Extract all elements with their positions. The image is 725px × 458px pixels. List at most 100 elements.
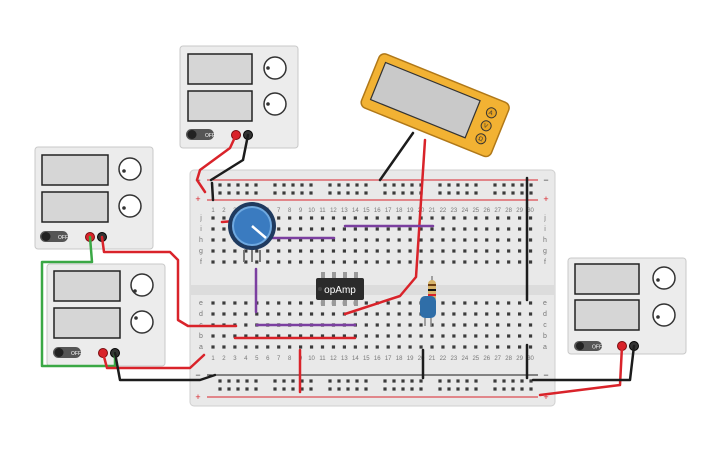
column-number-label: 30 <box>527 356 534 362</box>
row-letter-label: h <box>543 237 547 244</box>
column-number-label: 30 <box>527 208 534 214</box>
column-number-label: 28 <box>505 356 512 362</box>
current-knob[interactable] <box>118 194 142 218</box>
current-knob[interactable] <box>130 310 154 334</box>
rail-plus-label: + <box>543 194 548 204</box>
column-number-label: 12 <box>330 356 337 362</box>
column-number-label: 20 <box>418 356 425 362</box>
column-number-label: 29 <box>516 208 523 214</box>
voltage-knob[interactable] <box>130 273 154 297</box>
wire-red-right-psu <box>538 344 624 397</box>
column-number-label: 13 <box>341 356 348 362</box>
column-number-label: 1 <box>211 208 215 214</box>
potentiometer[interactable] <box>228 202 276 262</box>
row-letter-label: g <box>543 248 547 255</box>
off-label: OFF <box>205 133 215 139</box>
column-number-label: 16 <box>374 356 381 362</box>
column-number-label: 3 <box>233 356 237 362</box>
row-letter-label: f <box>200 259 202 266</box>
row-letter-label: e <box>199 300 203 307</box>
column-number-label: 24 <box>462 356 469 362</box>
column-number-label: 29 <box>516 356 523 362</box>
off-label: OFF <box>592 345 602 351</box>
column-number-label: 7 <box>277 208 281 214</box>
op-amp-label: opAmp <box>324 285 356 296</box>
column-number-label: 13 <box>341 208 348 214</box>
row-letter-label: d <box>199 311 203 318</box>
wire-green <box>40 235 117 368</box>
row-letter-label: i <box>544 226 546 233</box>
rail-plus-label: + <box>195 392 200 402</box>
off-label: OFF <box>58 235 68 241</box>
row-letter-label: a <box>199 344 203 351</box>
probe-red <box>343 138 427 316</box>
column-number-label: 25 <box>472 356 479 362</box>
column-number-label: 12 <box>330 208 337 214</box>
column-number-label: 21 <box>429 356 436 362</box>
op-amp-ic[interactable]: opAmp <box>316 272 364 306</box>
power-supply-top[interactable]: OFF <box>179 45 299 149</box>
rail-minus-label: − <box>195 370 200 380</box>
wire-red-top-psu <box>195 133 238 194</box>
column-number-label: 27 <box>494 208 501 214</box>
wire-black-jumper-a <box>210 181 215 202</box>
column-number-label: 21 <box>429 208 436 214</box>
ampere-label: A <box>488 110 494 117</box>
column-number-label: 26 <box>483 208 490 214</box>
column-number-label: 24 <box>462 208 469 214</box>
power-supply-right[interactable]: OFF <box>567 257 687 355</box>
column-number-label: 6 <box>266 356 270 362</box>
column-number-label: 10 <box>308 208 315 214</box>
column-number-label: 27 <box>494 356 501 362</box>
column-number-label: 17 <box>385 356 392 362</box>
column-number-label: 26 <box>483 356 490 362</box>
rail-minus-label: − <box>543 370 548 380</box>
row-letter-label: b <box>199 333 203 340</box>
column-number-label: 15 <box>363 208 370 214</box>
ohm-label: Ω <box>477 136 484 143</box>
wires[interactable] <box>40 131 636 397</box>
column-number-label: 19 <box>407 208 414 214</box>
column-number-label: 10 <box>308 356 315 362</box>
row-letter-label: f <box>544 259 546 266</box>
column-number-label: 25 <box>472 208 479 214</box>
voltage-knob[interactable] <box>652 266 676 290</box>
column-number-label: 8 <box>288 356 292 362</box>
row-letter-label: j <box>543 215 546 222</box>
power-supply-left-bottom[interactable]: OFF <box>46 263 166 367</box>
column-number-label: 2 <box>222 356 226 362</box>
column-number-label: 22 <box>440 208 447 214</box>
ampere-mode-button[interactable] <box>485 106 498 119</box>
row-letter-label: j <box>199 215 202 222</box>
column-number-label: 17 <box>385 208 392 214</box>
ohm-mode-button[interactable] <box>474 132 487 145</box>
capacitor[interactable] <box>420 296 436 326</box>
current-knob[interactable] <box>652 303 676 327</box>
voltage-knob[interactable] <box>263 56 287 80</box>
column-number-label: 19 <box>407 356 414 362</box>
current-knob[interactable] <box>263 92 287 116</box>
wire-black-top-psu <box>209 133 250 182</box>
volt-label: V <box>482 123 488 130</box>
volt-mode-button[interactable] <box>480 119 493 132</box>
row-letter-label: c <box>543 322 547 329</box>
column-number-label: 4 <box>244 356 248 362</box>
column-number-label: 18 <box>396 208 403 214</box>
power-supply-left-top[interactable]: OFF <box>34 146 154 250</box>
rail-plus-label: + <box>543 392 548 402</box>
row-letter-label: g <box>199 248 203 255</box>
rail-minus-label: − <box>543 175 548 185</box>
breadboard[interactable]: 1122334455667788991010111112121313141415… <box>189 169 556 407</box>
wire-black-left-bottom-psu <box>113 351 217 382</box>
multimeter[interactable]: A V Ω <box>359 52 511 158</box>
row-letter-label: h <box>199 237 203 244</box>
column-number-label: 15 <box>363 356 370 362</box>
off-label: OFF <box>71 351 81 357</box>
column-number-label: 9 <box>299 208 303 214</box>
voltage-knob[interactable] <box>118 157 142 181</box>
column-number-label: 23 <box>451 208 458 214</box>
row-letter-label: d <box>543 311 547 318</box>
row-letter-label: b <box>543 333 547 340</box>
wire-black-right-psu <box>531 344 636 382</box>
